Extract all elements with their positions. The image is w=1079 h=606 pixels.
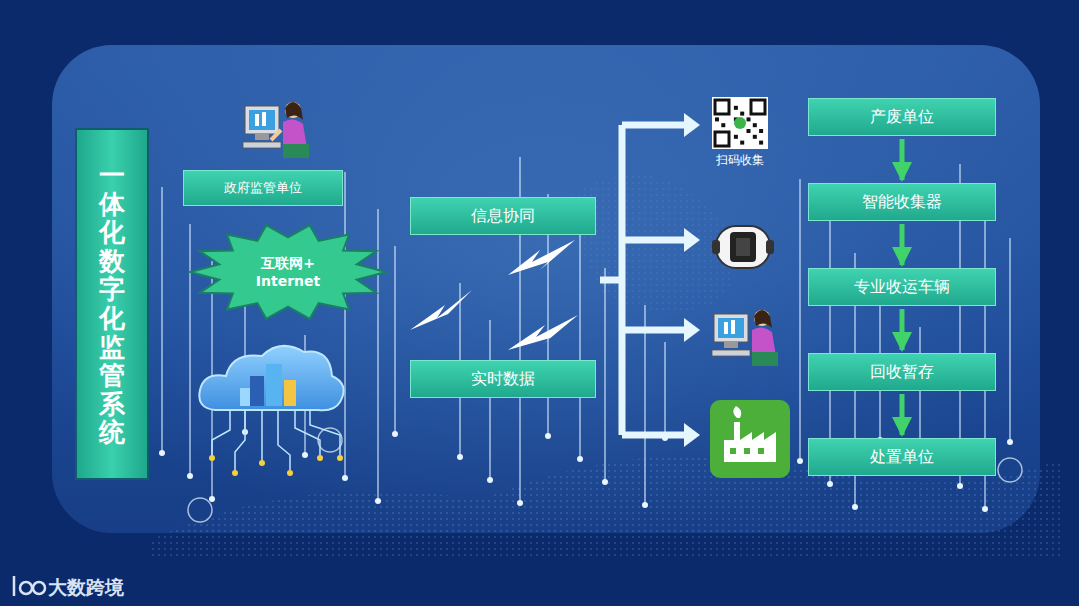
network-starburst: 互联网+ Internet (188, 222, 388, 322)
light-dot (302, 452, 308, 458)
process-box: 政府监管单位 (183, 170, 343, 206)
light-line (799, 179, 801, 461)
light-line (344, 172, 346, 478)
process-box: 回收暂存 (808, 353, 996, 391)
light-line (644, 305, 646, 505)
cloud-icon (199, 346, 343, 476)
light-dot (852, 504, 858, 510)
light-dot (602, 479, 608, 485)
node-text: 处置单位 (870, 447, 934, 468)
light-dot (487, 477, 493, 483)
flow-arrow (900, 309, 905, 350)
light-dot (957, 483, 963, 489)
light-dot (797, 458, 803, 464)
node-text: 产废单位 (870, 107, 934, 128)
flow-arrow (900, 224, 905, 265)
light-line (1009, 238, 1011, 442)
light-dot (545, 433, 551, 439)
light-dot (517, 500, 523, 506)
process-box: 产废单位 (808, 98, 996, 136)
light-line (161, 187, 163, 453)
watermark: 大数跨境 (48, 575, 124, 601)
lightning (410, 240, 578, 350)
light-dot (342, 475, 348, 481)
light-dot (1007, 439, 1013, 445)
light-line (604, 268, 606, 482)
light-line (664, 342, 666, 438)
node-text: 回收暂存 (870, 362, 934, 383)
node-text: 互联网+ Internet (249, 254, 327, 290)
light-dot (642, 502, 648, 508)
node-text: 信息协同 (471, 206, 535, 227)
light-lines (117, 150, 1022, 522)
operator-icon (712, 310, 778, 366)
ring (998, 458, 1022, 482)
light-dot (457, 454, 463, 460)
process-box: 专业收运车辆 (808, 268, 996, 306)
node-text: 实时数据 (471, 369, 535, 390)
light-dot (392, 431, 398, 437)
process-box: 实时数据 (410, 360, 596, 398)
light-dot (982, 506, 988, 512)
light-line (394, 246, 396, 434)
flow-arrow (900, 394, 905, 435)
bracket (600, 125, 686, 435)
starburst-shape (188, 222, 388, 322)
process-box: 处置单位 (808, 438, 996, 476)
node-text: 智能收集器 (862, 192, 942, 213)
light-line (189, 224, 191, 476)
light-line (377, 209, 379, 501)
light-line (579, 231, 581, 459)
node-text: 一体化数字化监管系统 (99, 161, 125, 447)
node-text: 政府监管单位 (224, 179, 302, 197)
system-band: 一体化数字化监管系统 (75, 128, 149, 480)
light-dot (209, 496, 215, 502)
bracket-heads (684, 113, 700, 447)
ring (188, 498, 212, 522)
flow-arrow (900, 139, 905, 180)
watermark-logo (14, 576, 45, 596)
light-dot (375, 498, 381, 504)
light-dot (577, 456, 583, 462)
operator-icon (243, 102, 309, 158)
process-box: 信息协同 (410, 197, 596, 235)
node-text: 专业收运车辆 (854, 277, 950, 298)
light-dot (187, 473, 193, 479)
factory-icon (710, 400, 790, 478)
collector-device-icon (712, 226, 774, 268)
process-box: 智能收集器 (808, 183, 996, 221)
icon-caption: 扫码收集 (716, 152, 764, 169)
light-dot (159, 450, 165, 456)
light-line (489, 320, 491, 480)
light-dot (827, 481, 833, 487)
qr-code-icon (712, 97, 768, 149)
